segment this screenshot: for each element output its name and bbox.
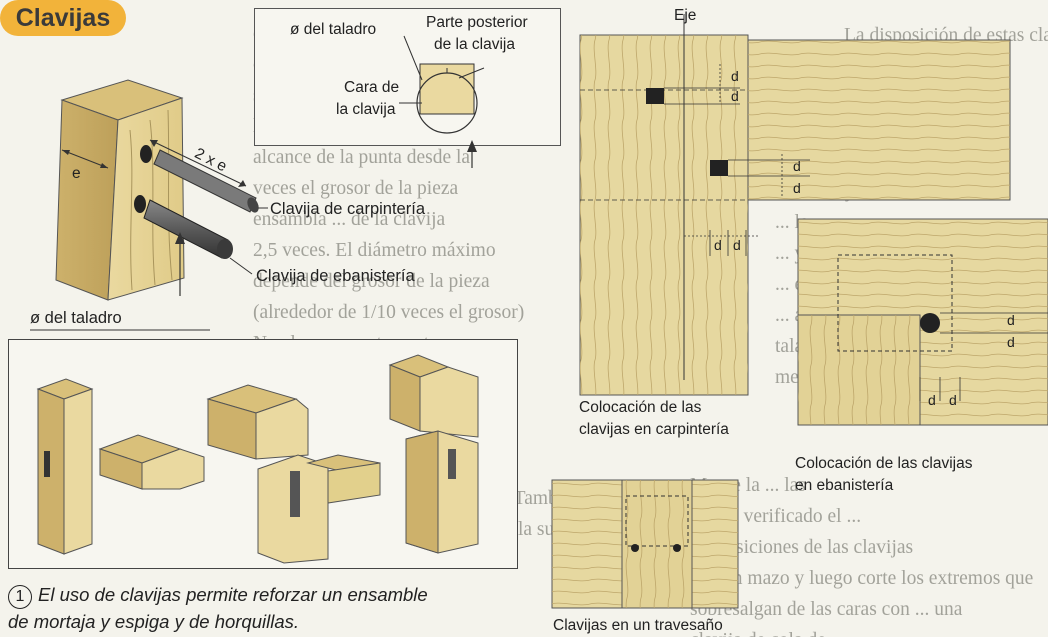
dowel-block-illustration bbox=[30, 79, 268, 331]
eje-label: Eje bbox=[674, 7, 697, 24]
section-title: Clavijas bbox=[15, 3, 111, 32]
ebanisteria-diagram bbox=[797, 218, 1048, 426]
carpinteria-caption-1: Colocación de las bbox=[579, 399, 702, 416]
background-text-line: sobresalgan de las caras con ... una bbox=[690, 599, 963, 620]
carp-d-3: d bbox=[793, 158, 801, 174]
travesano-diagram bbox=[551, 479, 739, 609]
dowel-carpinteria bbox=[153, 149, 257, 213]
inset-cara-2: la clavija bbox=[336, 101, 396, 118]
background-text-line: las posiciones de las clavijas bbox=[690, 537, 914, 558]
section-title-badge: Clavijas bbox=[0, 0, 126, 36]
background-text-line: alcance de la punta desde la bbox=[253, 147, 471, 168]
inset-parte-posterior-1: Parte posterior bbox=[426, 14, 528, 31]
background-text-line: ensambla ... de la clavija bbox=[253, 209, 446, 230]
dim-e-label: e bbox=[72, 165, 81, 182]
carp-d-5: d bbox=[714, 237, 722, 253]
label-clavija-carpinteria: Clavija de carpintería bbox=[270, 200, 425, 218]
eban-d-3: d bbox=[928, 392, 936, 408]
background-text-line: clavija de cola de ... bbox=[690, 625, 1048, 637]
label-clavija-ebanisteria: Clavija de ebanistería bbox=[256, 267, 415, 285]
eban-d-4: d bbox=[949, 392, 957, 408]
inset-cara-1: Cara de bbox=[344, 79, 400, 96]
background-text-line: con un mazo y luego corte los extremos q… bbox=[690, 568, 1034, 589]
carp-d-2: d bbox=[731, 88, 739, 104]
joints-illustration bbox=[36, 354, 479, 564]
background-text-line: veces el grosor de la pieza bbox=[253, 178, 459, 199]
ebanisteria-caption-2: en ebanistería bbox=[795, 477, 894, 494]
background-text-line: 2,5 veces. El diámetro máximo bbox=[253, 240, 496, 261]
travesano-caption: Clavijas en un travesaño bbox=[553, 617, 723, 634]
carpinteria-diagram bbox=[579, 14, 1011, 396]
inset-parte-posterior-2: de la clavija bbox=[434, 36, 515, 53]
inset-diametro-label: ø del taladro bbox=[290, 21, 377, 38]
dowel-face-inset bbox=[254, 8, 561, 146]
block-left-face bbox=[55, 99, 119, 301]
carp-d-1: d bbox=[731, 68, 739, 84]
eban-d-1: d bbox=[1007, 312, 1015, 328]
figure-number: 1 bbox=[8, 585, 32, 609]
background-text-line: ... y bbox=[775, 243, 805, 264]
eban-d-2: d bbox=[1007, 334, 1015, 350]
background-text-line: depende del grosor de la pieza bbox=[253, 271, 490, 292]
label-diametro-taladro: ø del taladro bbox=[30, 309, 122, 327]
block-front-face bbox=[107, 97, 185, 301]
ebanisteria-caption-1: Colocación de las clavijas bbox=[795, 455, 973, 472]
carp-d-4: d bbox=[793, 180, 801, 196]
carpinteria-caption-2: clavijas en carpintería bbox=[579, 421, 729, 438]
background-text-line: piezas verificado el ... bbox=[690, 506, 862, 527]
carp-d-6: d bbox=[733, 237, 741, 253]
figure-caption-line-2: de mortaja y espiga y de horquillas. bbox=[8, 611, 300, 632]
background-text-line: (alrededor de 1/10 veces el grosor) bbox=[253, 302, 525, 323]
